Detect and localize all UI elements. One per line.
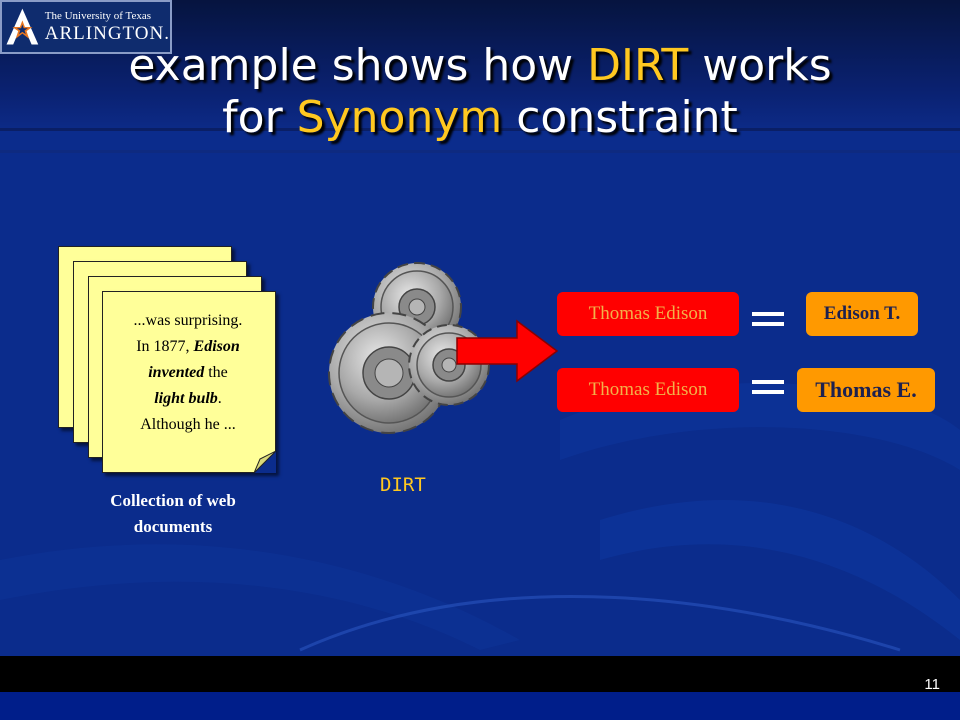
title-text: works [688,40,832,91]
title-text: constraint [502,92,738,143]
synonym-box-edison-t: Edison T. [806,292,918,336]
title-line2: for Synonym constraint [60,92,900,144]
synonym-box-thomas-e: Thomas E. [797,368,935,412]
document-line: light bulb. [113,386,263,412]
entity-box-thomas-edison: Thomas Edison [557,368,739,412]
logo-line2: ARLINGTON. [44,23,170,44]
slide-title: example shows how DIRT works for Synonym… [60,40,900,144]
page-curl-icon [254,451,276,473]
document-text-span: the [204,364,228,381]
title-text: example shows how [128,40,588,91]
equals-icon [752,380,784,396]
dirt-label: DIRT [380,474,426,496]
document-line: ...was surprising. [133,312,243,329]
footer-bar [0,656,960,692]
header-divider [0,128,960,131]
slide-number: 11 [924,676,940,693]
equals-icon [752,312,784,328]
star-a-icon [4,6,41,48]
document-line: Although he ... [140,416,236,433]
header-divider-2 [0,150,960,153]
document-bold-span: invented [148,364,205,381]
title-highlight-dirt: DIRT [587,40,689,91]
title-text: for [222,92,297,143]
document-page-front: ...was surprising. In 1877, Edison inven… [102,291,276,473]
title-line1: example shows how DIRT works [60,40,900,92]
arrow-right-icon [456,319,559,383]
logo-line1: The University of Texas [44,10,152,22]
footer-strip [0,692,960,720]
document-text: ...was surprising. In 1877, Edison inven… [113,308,263,438]
collection-label: Collection of web documents [110,491,236,536]
document-bold-span: Edison [193,338,240,355]
entity-box-thomas-edison: Thomas Edison [557,292,739,336]
title-highlight-synonym: Synonym [296,92,503,143]
document-line: In 1877, Edison [113,334,263,360]
document-text-span: . [217,390,222,407]
document-line: invented the [113,360,263,386]
university-logo: The University of Texas ARLINGTON. [0,0,172,54]
document-text-span: In 1877, [136,338,194,355]
document-bold-span: light bulb [154,390,218,407]
